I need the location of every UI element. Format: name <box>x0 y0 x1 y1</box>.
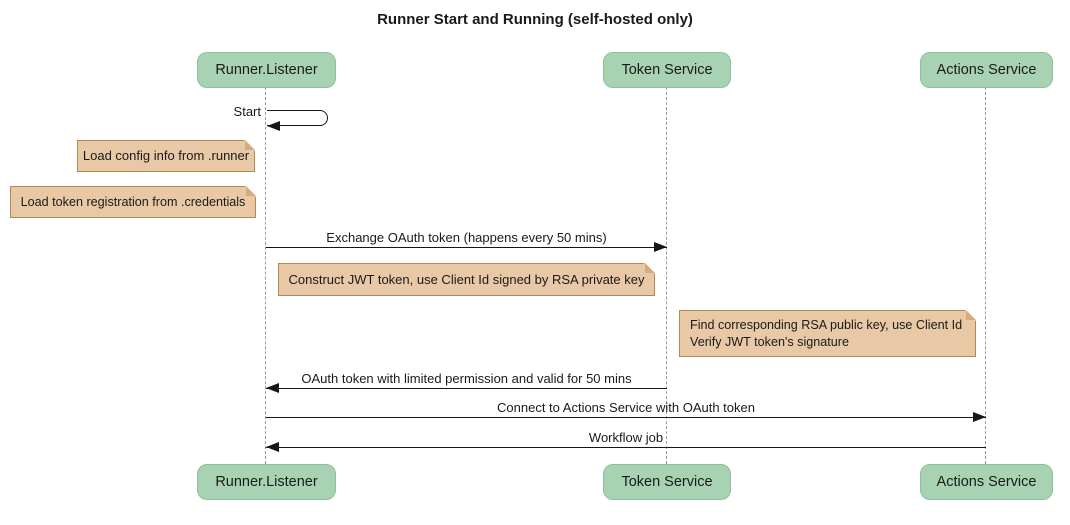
actor-actions-service-bottom: Actions Service <box>920 464 1053 500</box>
note-construct-jwt: Construct JWT token, use Client Id signe… <box>278 263 655 296</box>
message-workflow-job-line <box>266 442 986 452</box>
note-verify-signature-text: Find corresponding RSA public key, use C… <box>690 317 963 349</box>
message-exchange-oauth-token-line <box>266 242 667 252</box>
lifeline-token-service <box>666 87 667 464</box>
actor-runner-listener-bottom: Runner.Listener <box>197 464 336 500</box>
note-construct-jwt-text: Construct JWT token, use Client Id signe… <box>288 271 645 287</box>
note-load-credentials: Load token registration from .credential… <box>10 186 256 218</box>
message-oauth-token-return: OAuth token with limited permission and … <box>266 371 667 393</box>
arrowhead-left-icon <box>266 442 279 452</box>
message-oauth-token-return-label: OAuth token with limited permission and … <box>301 371 632 386</box>
message-connect-actions-service-line <box>266 412 986 422</box>
actor-actions-service-top: Actions Service <box>920 52 1053 88</box>
note-verify-signature: Find corresponding RSA public key, use C… <box>679 310 976 357</box>
actor-actions-service-label: Actions Service <box>936 62 1037 78</box>
self-message-start-arrowhead-icon <box>267 121 280 131</box>
diagram-title: Runner Start and Running (self-hosted on… <box>377 11 693 28</box>
actor-token-service-top: Token Service <box>603 52 731 88</box>
self-message-start-label: Start <box>233 104 261 119</box>
arrowhead-right-icon <box>654 242 667 252</box>
actor-runner-listener-label: Runner.Listener <box>215 62 318 78</box>
arrowhead-left-icon <box>266 383 279 393</box>
note-load-credentials-text: Load token registration from .credential… <box>20 194 246 209</box>
arrowhead-right-icon <box>973 412 986 422</box>
actor-token-service-label: Token Service <box>621 474 713 490</box>
message-workflow-job-label: Workflow job <box>588 430 664 445</box>
note-load-config: Load config info from .runner <box>77 140 255 172</box>
message-exchange-oauth-token-label: Exchange OAuth token (happens every 50 m… <box>326 230 607 245</box>
message-connect-actions-service: Connect to Actions Service with OAuth to… <box>266 400 986 422</box>
message-connect-actions-service-label: Connect to Actions Service with OAuth to… <box>497 400 755 415</box>
lifeline-runner-listener <box>265 87 266 464</box>
message-oauth-token-return-line <box>266 383 667 393</box>
actor-runner-listener-label: Runner.Listener <box>215 474 318 490</box>
lifeline-actions-service <box>985 87 986 464</box>
actor-actions-service-label: Actions Service <box>936 474 1037 490</box>
actor-runner-listener-top: Runner.Listener <box>197 52 336 88</box>
message-workflow-job: Workflow job <box>266 430 986 452</box>
actor-token-service-bottom: Token Service <box>603 464 731 500</box>
self-message-start-loop <box>267 110 328 126</box>
message-exchange-oauth-token: Exchange OAuth token (happens every 50 m… <box>266 230 667 252</box>
actor-token-service-label: Token Service <box>621 62 713 78</box>
note-load-config-text: Load config info from .runner <box>82 148 250 164</box>
